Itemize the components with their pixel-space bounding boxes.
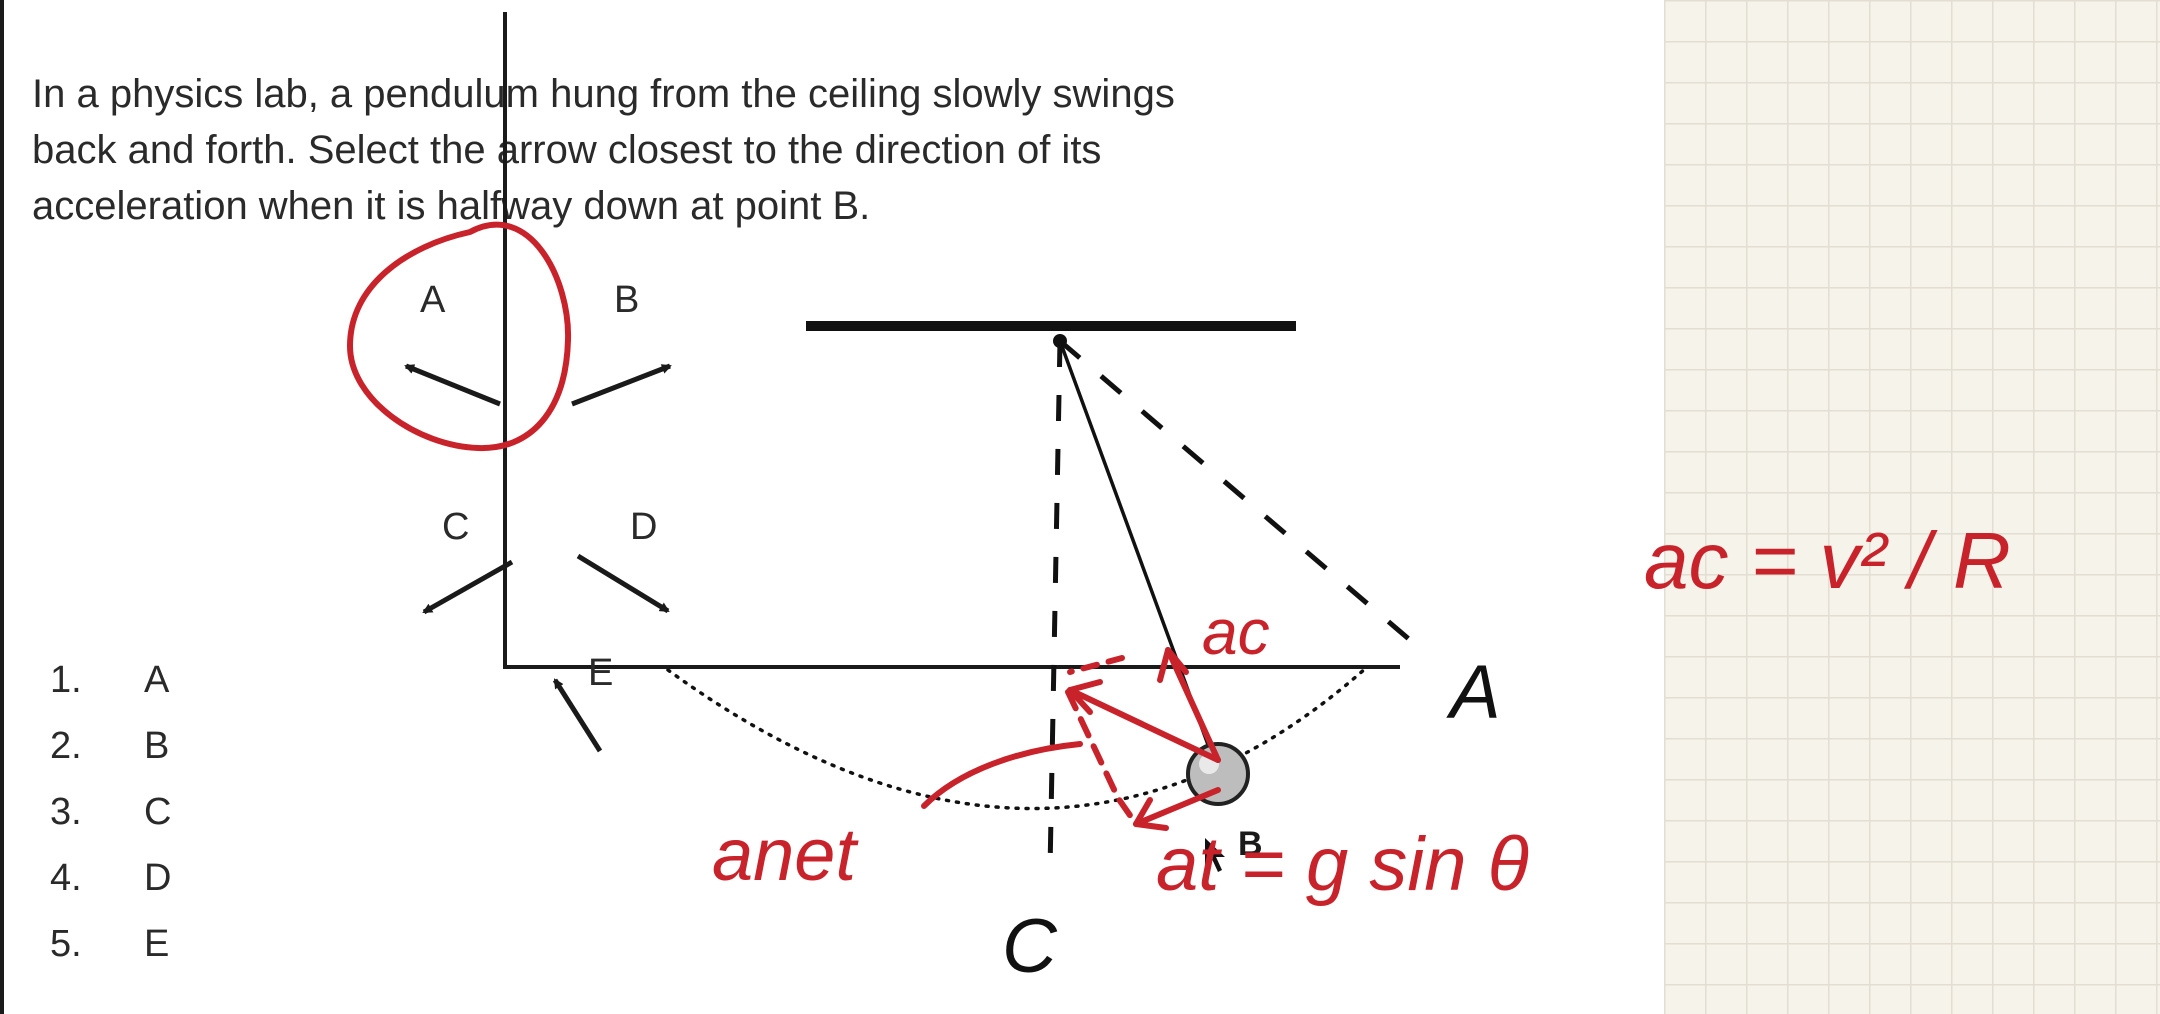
arrow-label-b: B [614,279,639,321]
at-vector [1133,787,1221,827]
ac-vector [1165,647,1221,763]
anet-vector [1067,687,1221,763]
rest-position-dashed-line [1047,340,1063,871]
answer-label: A [144,659,170,701]
point-c-handwritten: C [1002,904,1058,989]
question-text: In a physics lab, a pendulum hung from t… [32,66,1432,234]
answer-label: C [144,791,172,833]
point-b-label: B [1238,825,1263,863]
anet-label-text: anet [712,813,859,896]
ac-formula-text: ac = v² / R [1644,516,2011,605]
arrow-c[interactable] [422,559,514,615]
ac-label-text: ac [1202,596,1270,668]
arrow-label-a: A [420,279,446,321]
question-line-1: In a physics lab, a pendulum hung from t… [32,72,1175,116]
swing-arc-dotted [666,666,1368,811]
dashed-completion-line [1065,689,1139,827]
at-arrowhead [1133,797,1169,831]
point-a-handwritten: A [1446,650,1501,735]
answer-number: 3. [50,791,82,833]
answer-number: 4. [50,857,82,899]
answer-label: B [144,725,170,767]
answer-number: 1. [50,659,82,701]
mouse-cursor-icon [1205,838,1225,872]
answer-number: 2. [50,725,82,767]
release-position-dashed-line [1058,339,1426,654]
dashed-ac-parallel [1067,655,1125,675]
arrow-a[interactable] [404,363,501,407]
ac-arrowhead [1157,647,1189,683]
arrow-b[interactable] [571,363,672,407]
arrow-label-c: C [442,506,469,548]
answer-label: D [144,857,172,899]
anet-arrowhead [1067,679,1103,715]
red-annotations [347,221,1221,831]
answer-number: 5. [50,923,82,965]
pendulum-diagram: B [666,321,1426,872]
black-handwriting: A C [1002,650,1501,989]
arrow-choice-axes [503,12,1400,669]
circle-around-arrow-a [347,221,572,452]
arrow-label-e: E [588,652,613,694]
question-line-3: acceleration when it is halfway down at … [32,184,871,228]
answer-label: E [144,923,170,965]
graph-paper-panel [1664,0,2160,1014]
arrow-choices: A B C D E [404,279,672,753]
arrow-e[interactable] [552,678,603,753]
at-formula-text: at = g sin θ [1156,822,1529,907]
arrow-label-d: D [630,506,657,548]
anet-pointer-stroke [921,741,1083,809]
question-line-2: back and forth. Select the arrow closest… [32,128,1102,172]
red-handwriting: ac anet at = g sin θ ac = v² / R [712,516,2011,907]
arrow-d[interactable] [576,553,670,614]
left-border [0,0,4,1014]
